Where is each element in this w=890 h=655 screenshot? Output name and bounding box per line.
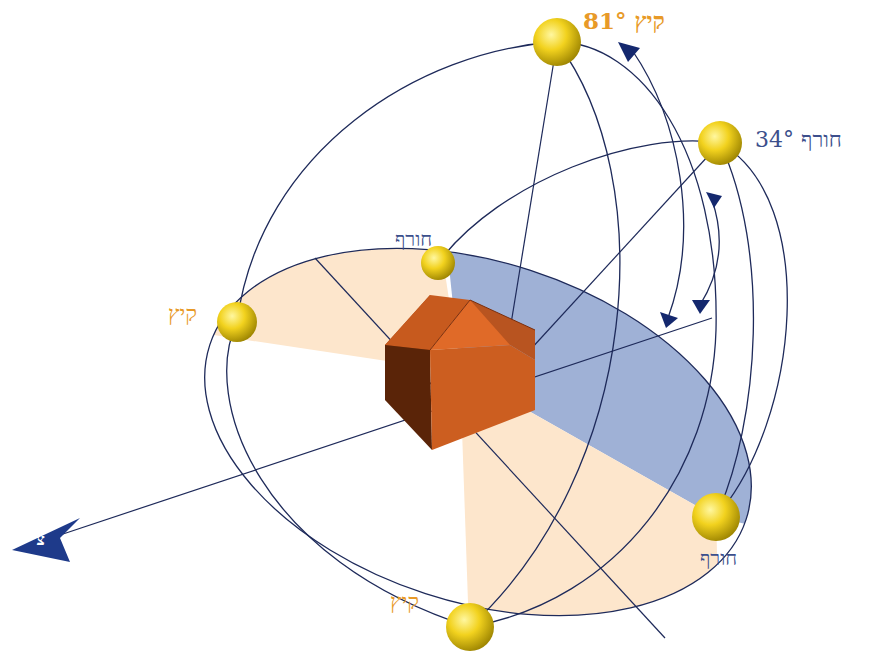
winter-altitude-arc xyxy=(700,200,719,305)
north-label: צ xyxy=(36,530,45,549)
summer-ray xyxy=(510,42,557,330)
summer-sunset-label: קיץ xyxy=(390,590,419,614)
winter-sunset-label: חורף xyxy=(700,547,737,569)
arrow-head xyxy=(692,300,710,314)
house xyxy=(385,295,535,450)
winter-meridian xyxy=(716,143,753,517)
arrow-head xyxy=(618,42,640,62)
north-south-axis xyxy=(60,318,712,535)
winter-ray xyxy=(530,143,720,350)
arrow-head xyxy=(660,312,678,328)
winter-altitude-label: חורף 34° xyxy=(755,128,842,152)
horizon-ellipse xyxy=(157,183,798,655)
arrow-head xyxy=(706,192,722,208)
north-arrow-head xyxy=(12,518,80,562)
winter-sunrise-label: חורף xyxy=(395,228,432,250)
summer-sunrise-label: קיץ xyxy=(168,302,197,326)
summer-altitude-label: קיץ 81° xyxy=(583,8,665,33)
suns xyxy=(217,18,742,651)
summer-altitude-arc xyxy=(632,50,684,318)
summer-sun-path xyxy=(237,42,716,627)
